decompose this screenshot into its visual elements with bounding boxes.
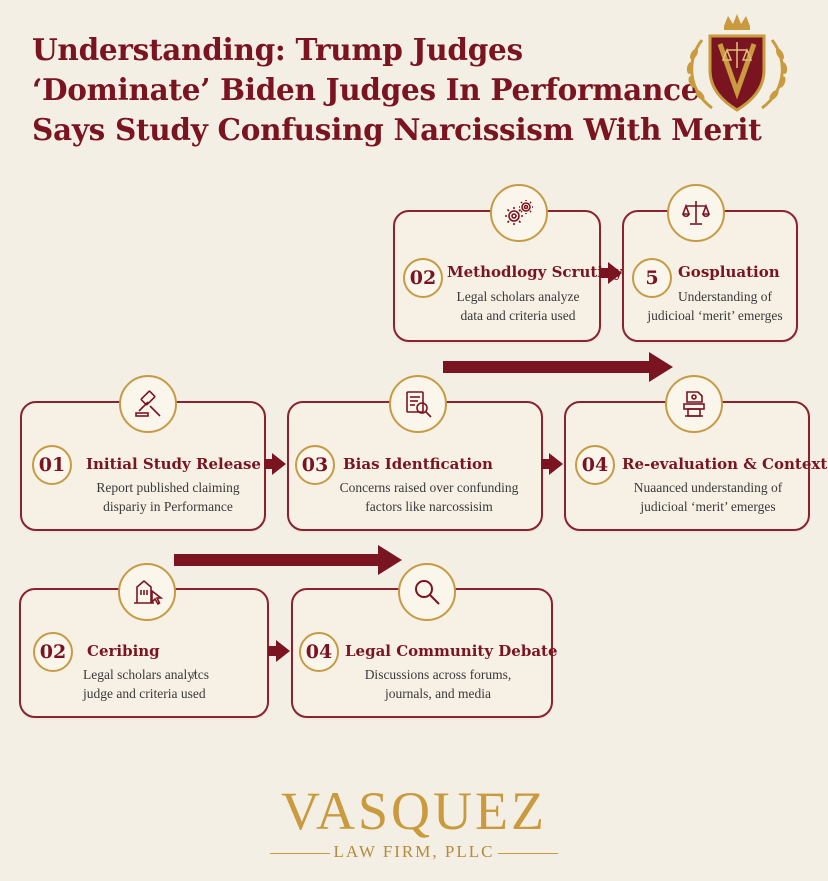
card-desc-line-1: Discussions across forums,: [364, 667, 512, 682]
step-badge: 03: [295, 445, 335, 485]
card-description: Legal scholars analy̸tcs judge and crite…: [83, 665, 253, 703]
card-legal-community-debate: 04 Legal Community Debate Discussions ac…: [291, 588, 558, 718]
card-description: Legal scholars analyze data and criteria…: [443, 287, 593, 325]
card-description: Report published claiming dispariy in Pe…: [78, 478, 258, 516]
step-badge: 01: [32, 445, 72, 485]
scales-icon-circle: [667, 184, 725, 242]
title-line-2: ‘Dominate’ Biden Judges In Performance: [32, 72, 700, 107]
magnifier-icon-circle: [398, 563, 456, 621]
card-title: Gospluation: [678, 263, 780, 281]
card-desc-line-1: Nuaanced understanding of: [633, 480, 783, 495]
building-cursor-icon: [134, 579, 163, 606]
card-title: Legal Community Debate: [345, 642, 558, 660]
card-description: Discussions across forums, journals, and…: [333, 665, 543, 703]
title-line-1: Understanding: Trump Judges: [32, 32, 523, 67]
card-desc-line-1: Legal scholars analy̸tcs: [83, 667, 209, 682]
big-arrow-top: [443, 352, 673, 382]
card-description: Understanding of judicioal ‘merit’ emerg…: [632, 287, 798, 325]
document-magnifier-icon: [406, 391, 432, 418]
card-desc-line-2: dispariy in Performance: [103, 499, 233, 514]
flow-arrow: [541, 453, 563, 475]
gears-icon: [505, 200, 533, 225]
card-desc-line-2: factors like narcossisim: [365, 499, 493, 514]
flow-arrow: [264, 453, 286, 475]
card-desc-line-2: judicioal ‘merit’ emerges: [647, 308, 783, 323]
card-desc-line-2: data and criteria used: [460, 308, 576, 323]
card-title: Re-evaluation & Context: [622, 455, 828, 473]
card-description: Concerns raised over confunding factors …: [323, 478, 535, 516]
gavel-icon: [135, 390, 161, 417]
step-badge: 04: [575, 445, 615, 485]
title-line-3: Says Study Confusing Narcissism With Mer…: [32, 112, 762, 147]
step-badge: 02: [403, 258, 443, 298]
card-gospluation: 5 Gospluation Understanding of judicioal…: [622, 210, 798, 342]
card-desc-line-2: journals, and media: [384, 686, 492, 701]
card-desc-line-2: judicioal ‘merit’ emerges: [640, 499, 776, 514]
flow-arrow: [600, 262, 622, 284]
page-title: Understanding: Trump Judges ‘Dominate’ B…: [32, 30, 762, 150]
card-desc-line-1: Concerns raised over confunding: [339, 480, 519, 495]
step-badge: 04: [299, 632, 339, 672]
card-title: Methodlogy Scrutiny: [447, 263, 623, 281]
gears-icon-circle: [490, 184, 548, 242]
card-description: Nuaanced understanding of judicioal ‘mer…: [612, 478, 804, 516]
footer-divider-right: [498, 853, 558, 854]
podium-icon: [683, 391, 705, 417]
magnifier-icon: [415, 580, 440, 605]
card-desc-line-2: judge and criteria used: [83, 686, 206, 701]
brand-wordmark: VASQUEZ: [280, 781, 548, 841]
scales-icon: [681, 201, 711, 225]
step-badge: 02: [33, 632, 73, 672]
big-arrow-bottom: [174, 545, 402, 575]
card-desc-line-1: Legal scholars analyze: [456, 289, 580, 304]
building-cursor-icon-circle: [118, 563, 176, 621]
gavel-icon-circle: [119, 375, 177, 433]
card-desc-line-1: Report published claiming: [96, 480, 240, 495]
crest-logo-icon: [686, 14, 788, 112]
footer-divider-left: [270, 853, 330, 854]
card-title: Initial Study Release: [86, 455, 261, 473]
flow-arrow: [268, 640, 290, 662]
card-title: Ceribing: [87, 642, 160, 660]
brand-subtitle: LAW FIRM, PLLC: [333, 842, 495, 861]
card-title: Bias Identfication: [343, 455, 493, 473]
podium-icon-circle: [665, 375, 723, 433]
card-desc-line-1: Understanding of: [677, 289, 773, 304]
document-magnifier-icon-circle: [389, 375, 447, 433]
step-badge: 5: [632, 258, 672, 298]
